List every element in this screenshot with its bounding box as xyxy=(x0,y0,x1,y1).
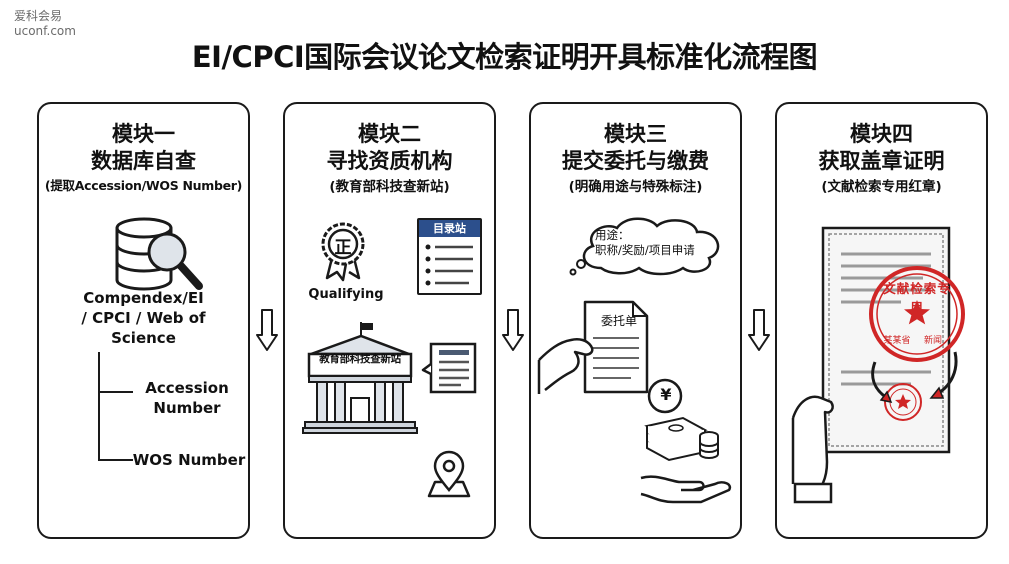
hand-receiving-icon xyxy=(640,475,732,504)
module-4-heading: 获取盖章证明 xyxy=(818,149,945,173)
module-3-panel: 模块三 提交委托与缴费 (明确用途与特殊标注) 用途： 职称/奖励/项目申请 委… xyxy=(529,102,742,539)
module-3-label: 模块三 xyxy=(604,122,667,146)
field-accession-line-2: Number xyxy=(153,399,221,417)
module-4-label: 模块四 xyxy=(850,122,913,146)
module-3-heading: 提交委托与缴费 xyxy=(562,149,709,173)
database-magnifier-icon xyxy=(115,217,203,291)
hand-holding-form-icon xyxy=(537,300,649,394)
flow-arrow-2 xyxy=(502,309,524,351)
field-accession-number: Accession Number xyxy=(137,378,237,418)
red-seal-icon xyxy=(869,266,965,362)
db-names: Compendex/EI / CPCI / Web of Science xyxy=(39,288,248,348)
watermark-line-2: uconf.com xyxy=(14,24,76,38)
db-name-line-1: Compendex/EI xyxy=(83,289,204,307)
field-wos-number: WOS Number xyxy=(132,451,246,469)
module-1-panel: 模块一 数据库自查 (提取Accession/WOS Number) Compe… xyxy=(37,102,250,539)
tree-connector xyxy=(98,352,133,461)
purpose-value: 职称/奖励/项目申请 xyxy=(595,243,695,257)
module-2-subtitle: (教育部科技查新站) xyxy=(329,179,450,195)
module-1-label: 模块一 xyxy=(112,122,175,146)
building-sign: 教育部科技查新站 xyxy=(319,353,401,365)
db-name-line-3: Science xyxy=(111,329,176,347)
badge-caption: Qualifying xyxy=(308,287,384,302)
seal-region-left: 某某省 xyxy=(883,336,911,346)
cloud-speech-icon xyxy=(569,217,720,276)
purpose-bubble: 用途： 职称/奖励/项目申请 xyxy=(595,228,715,258)
db-name-line-2: / CPCI / Web of xyxy=(81,309,206,327)
module-1-heading: 数据库自查 xyxy=(91,149,196,173)
purpose-label: 用途： xyxy=(595,228,630,242)
directory-header: 目录站 xyxy=(419,220,480,237)
money-stack-icon xyxy=(644,378,719,462)
page-title: EI/CPCI国际会议论文检索证明开具标准化流程图 xyxy=(191,40,818,74)
flow-arrow-3 xyxy=(748,309,770,351)
form-title: 委托单 xyxy=(600,314,637,328)
seal-region-right: 新闻 xyxy=(923,336,942,346)
watermark: 爱科会易 uconf.com xyxy=(14,9,76,39)
directory-list-icon: 目录站 xyxy=(417,218,482,295)
government-building-icon xyxy=(302,322,418,434)
module-4-subtitle: (文献检索专用红章) xyxy=(821,179,942,195)
seal-text: 文献检索专用 xyxy=(883,281,951,315)
module-2-label: 模块二 xyxy=(358,122,421,146)
certificate-badge-icon xyxy=(321,222,365,282)
list-lines xyxy=(425,244,473,286)
currency-symbol: ¥ xyxy=(660,385,672,404)
watermark-line-1: 爱科会易 xyxy=(14,9,63,23)
module-4-panel: 模块四 获取盖章证明 (文献检索专用红章) 文献检索专用 某某省 新闻 xyxy=(775,102,988,539)
module-3-subtitle: (明确用途与特殊标注) xyxy=(568,179,703,195)
badge-char: 正 xyxy=(334,238,352,258)
field-accession-line-1: Accession xyxy=(145,379,229,397)
module-1-subtitle: (提取Accession/WOS Number) xyxy=(44,178,243,193)
module-2-panel: 模块二 寻找资质机构 (教育部科技查新站) 正 Qualifying 目录站 教… xyxy=(283,102,496,539)
location-pin-icon xyxy=(427,450,471,498)
flow-arrow-1 xyxy=(256,309,278,351)
module-2-heading: 寻找资质机构 xyxy=(326,149,453,173)
document-list-icon xyxy=(421,342,477,394)
